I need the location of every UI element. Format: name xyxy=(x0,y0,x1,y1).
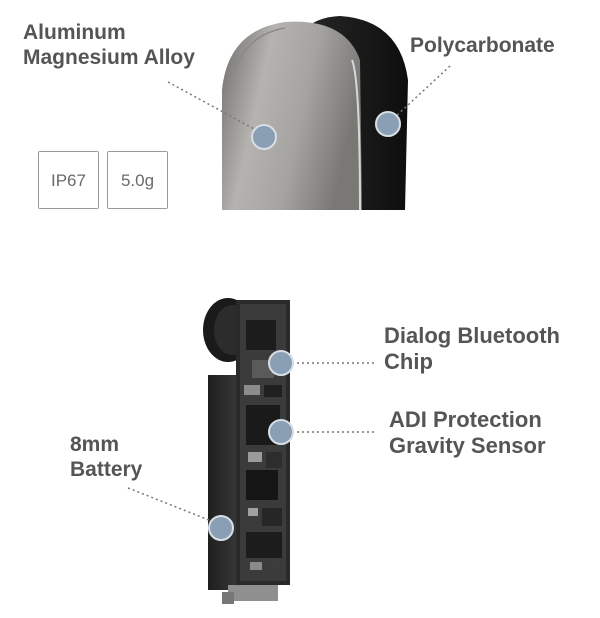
callout-aluminum-line1: Aluminum xyxy=(23,21,126,44)
callout-aluminum-line2: Magnesium Alloy xyxy=(23,46,195,69)
badge-ip67: IP67 xyxy=(38,151,99,209)
callout-bluetooth-line1: Dialog Bluetooth xyxy=(384,323,560,348)
leader-lines xyxy=(127,65,451,523)
callout-aluminum-magnesium-alloy: Aluminum Magnesium Alloy xyxy=(23,20,195,70)
circuit-module xyxy=(203,298,290,604)
device-shell xyxy=(222,16,408,211)
callout-8mm-battery: 8mm Battery xyxy=(70,432,142,482)
callout-adi-protection-gravity-sensor: ADI Protection Gravity Sensor xyxy=(389,407,546,459)
badge-weight: 5.0g xyxy=(107,151,168,209)
callout-polycarbonate-line1: Polycarbonate xyxy=(410,34,555,57)
callout-battery-line2: Battery xyxy=(70,458,143,481)
callout-bluetooth-line2: Chip xyxy=(384,349,433,374)
callout-polycarbonate: Polycarbonate xyxy=(410,33,555,58)
callout-sensor-line1: ADI Protection xyxy=(389,407,542,432)
callout-battery-line1: 8mm xyxy=(70,433,120,456)
callout-dialog-bluetooth-chip: Dialog Bluetooth Chip xyxy=(384,323,560,375)
marker-dots xyxy=(208,111,401,541)
callout-sensor-line2: Gravity Sensor xyxy=(389,433,546,458)
